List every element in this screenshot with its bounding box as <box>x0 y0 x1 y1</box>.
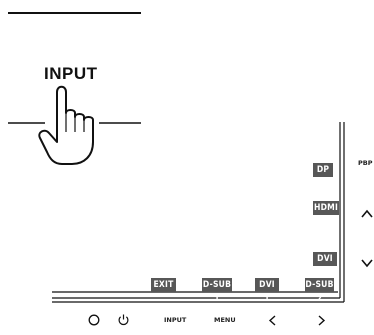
tag-dsub2: D-SUB 2 <box>305 278 334 304</box>
tag-dvi2: DVI 2 <box>313 252 337 278</box>
chevron-left-icon[interactable] <box>268 315 276 326</box>
pbp-label: PBP <box>358 159 373 167</box>
chevron-up-icon[interactable] <box>361 209 373 218</box>
chevron-down-icon[interactable] <box>361 259 373 268</box>
tag-dvi1: DVI 1 <box>255 278 279 304</box>
top-rule <box>8 12 141 14</box>
input-heading: INPUT <box>44 64 98 83</box>
tag-dp: DP <box>313 163 333 177</box>
menu-button[interactable]: MENU <box>214 316 236 324</box>
power-icon[interactable] <box>117 313 130 326</box>
tag-dsub1: D-SUB 1 <box>202 278 232 304</box>
tag-exit: EXIT <box>151 278 176 292</box>
chevron-right-icon[interactable] <box>318 315 326 326</box>
circle-button-icon[interactable] <box>88 314 100 326</box>
hand-pointer-icon <box>8 85 141 165</box>
tag-hdmi: HDMI <box>313 201 339 215</box>
input-button[interactable]: INPUT <box>164 316 187 324</box>
